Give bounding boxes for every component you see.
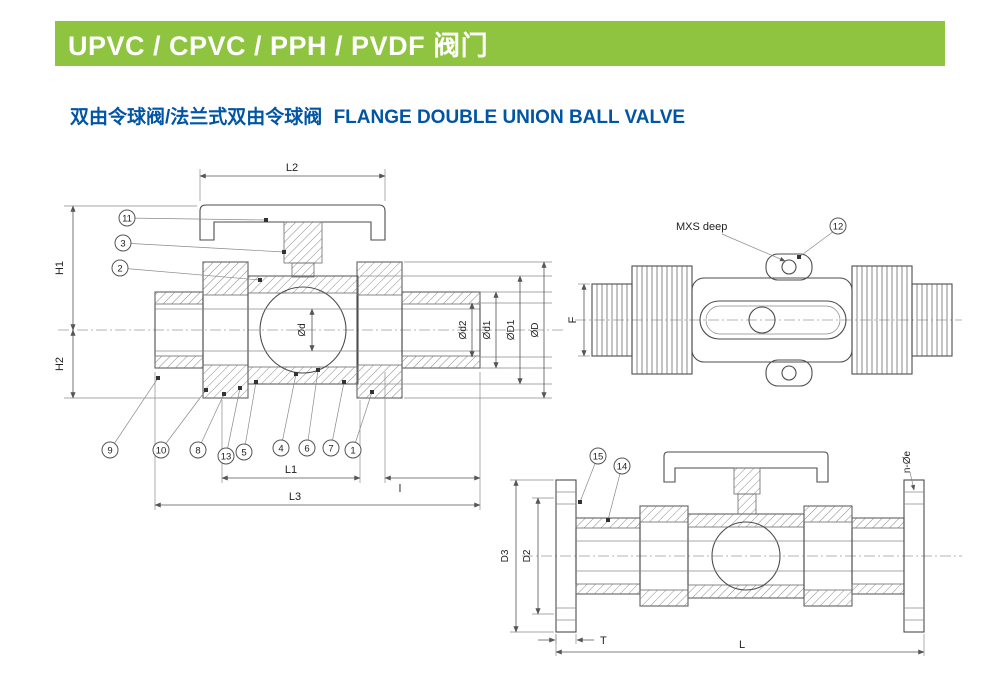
dim-label-oD1: ØD1 [506,319,517,340]
svg-text:4: 4 [278,444,283,455]
dim-label-h1: H1 [54,261,66,275]
callout-3: 3 [114,234,286,254]
svg-text:3: 3 [120,239,125,250]
dim-label-l-small: l [399,483,401,495]
page-title: UPVC / CPVC / PPH / PVDF 阀门 [68,31,489,61]
left-union-nut-top [631,265,693,375]
dim-label-l: L [739,639,745,651]
right-union-nut-top [851,265,913,375]
callout-4: 4 [272,372,298,457]
svg-text:14: 14 [617,462,628,473]
valve-body [247,275,359,385]
mounting-ear-bottom [765,359,813,387]
top-plan-view: F MXS deep 12 [567,217,962,387]
valve-ball [259,286,347,374]
callout-15: 15 [578,447,607,504]
handle-slot-top [699,300,847,340]
flange-view-dimensions: D3 D2 n-Øe T L [500,450,925,656]
dim-label-d3: D3 [500,549,511,562]
right-socket-top [911,283,953,357]
callout-5: 5 [235,380,258,461]
svg-text:1: 1 [350,446,355,457]
dim-label-d2: D2 [522,549,533,562]
dim-label-n-oe: n-Øe [902,450,913,473]
callout-9: 9 [101,376,160,459]
svg-text:12: 12 [833,222,844,233]
left-socket-top [591,283,633,357]
dim-label-l3: L3 [289,491,301,503]
ball-flanged [711,521,781,591]
subtitle-chinese: 双由令球阀/法兰式双由令球阀 [70,107,323,128]
dim-label-od2: Ød2 [458,320,469,339]
dim-label-oD: ØD [530,323,541,338]
page-header-banner: UPVC / CPVC / PPH / PVDF 阀门 [55,21,945,66]
right-union-nut [356,261,403,399]
dim-label-t: T [600,635,607,647]
left-threaded-end [154,291,204,369]
subtitle-english: FLANGE DOUBLE UNION BALL VALVE [333,107,686,128]
callout-10: 10 [152,388,208,459]
callout-13: 13 [217,386,242,465]
dim-label-f: F [567,316,579,323]
callout-2: 2 [111,259,262,282]
mxs-deep-leader [721,233,786,262]
callout-11: 11 [118,209,268,227]
callout-12: 12 [797,217,847,259]
svg-text:13: 13 [221,452,232,463]
callout-14: 14 [606,457,631,522]
flanged-section-view: D3 D2 n-Øe T L 15 [500,447,962,656]
mounting-ear-top [765,253,813,281]
handle-flanged [663,451,829,515]
svg-text:9: 9 [107,446,112,457]
svg-text:7: 7 [328,444,333,455]
bore-lines [155,308,480,352]
callout-8: 8 [189,392,226,459]
callout-6: 6 [298,368,320,457]
svg-text:11: 11 [122,214,132,225]
dim-label-h2: H2 [54,357,66,371]
dim-label-od1: Ød1 [482,320,493,339]
product-subtitle: 双由令球阀/法兰式双由令球阀 FLANGE DOUBLE UNION BALL … [70,102,685,129]
dim-label-l2: L2 [286,162,298,174]
right-threaded-end [401,291,481,369]
svg-text:5: 5 [241,448,246,459]
right-union-nut-flanged [803,505,853,607]
svg-text:10: 10 [156,446,167,457]
label-mxs-deep: MXS deep [676,221,727,233]
dim-label-od: Ød [297,323,308,336]
callout-1: 1 [344,390,374,459]
front-view-dimensions: L2 H1 H2 Ød [54,162,552,510]
callout-7: 7 [322,380,346,457]
svg-text:8: 8 [195,446,200,457]
front-section-view: L2 H1 H2 Ød [54,162,566,510]
svg-text:2: 2 [117,264,122,275]
top-view-dimensions: F [567,283,590,357]
valve-handle [199,204,386,278]
svg-text:6: 6 [304,444,309,455]
svg-text:15: 15 [593,452,604,463]
right-flange [903,479,925,633]
dim-label-l1: L1 [285,464,297,476]
